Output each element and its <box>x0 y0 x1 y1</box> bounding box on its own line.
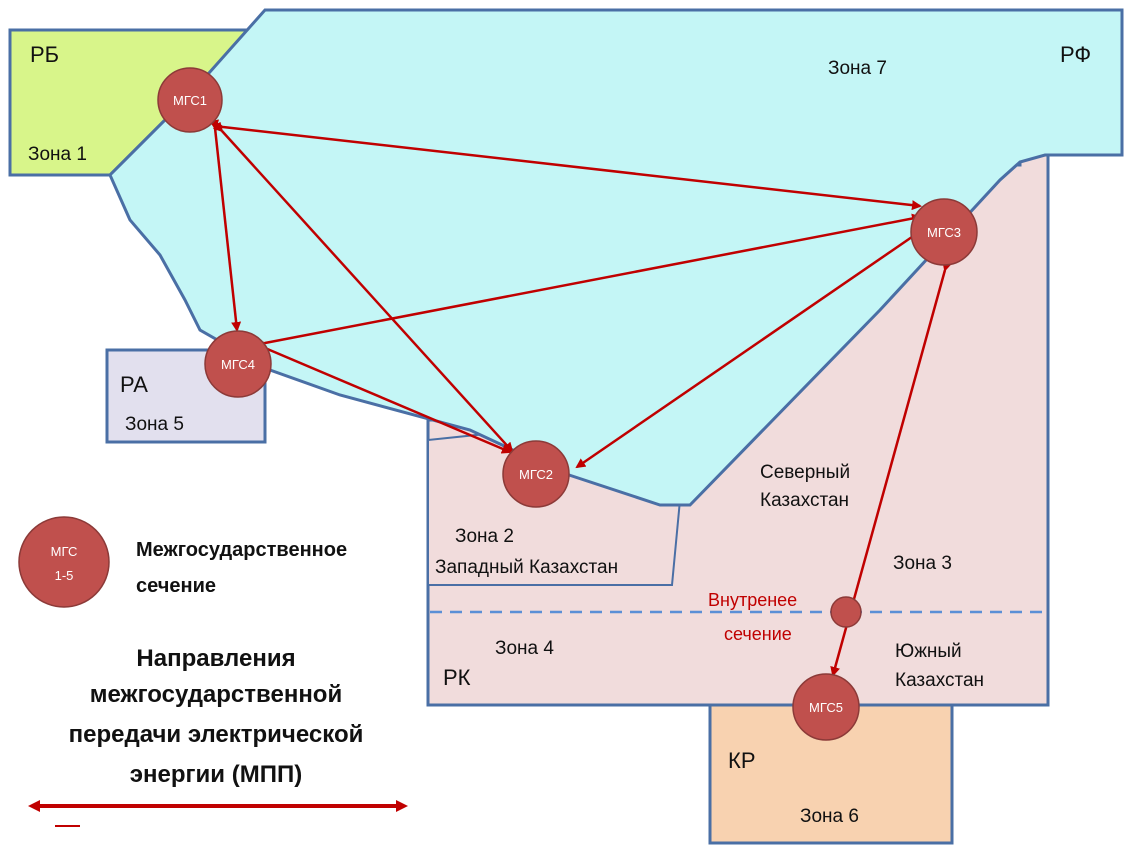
south-kz-2: Казахстан <box>895 670 984 691</box>
node-internal-section <box>830 596 862 628</box>
node-mgs4-label: МГС4 <box>221 357 255 372</box>
node-mgs5-label: МГС5 <box>809 700 843 715</box>
rb-label: РБ <box>30 42 59 67</box>
internal-section-label-1: Внутренее <box>708 590 797 610</box>
internal-section-label-2: сечение <box>724 624 792 644</box>
legend-node-line1: МГС <box>51 544 78 559</box>
legend-node-icon <box>18 516 110 608</box>
zone5-label: Зона 5 <box>125 414 184 435</box>
zone2-name: Западный Казахстан <box>435 557 618 578</box>
node-mgs5: МГС5 <box>792 673 860 741</box>
legend-arrow-desc-2: межгосударственной <box>90 681 342 708</box>
legend-arrow-desc-1: Направления <box>136 645 295 672</box>
ra-label: РА <box>120 372 148 397</box>
node-mgs1-label: МГС1 <box>173 93 207 108</box>
node-mgs2: МГС2 <box>502 440 570 508</box>
zone6-label: Зона 6 <box>800 806 859 827</box>
zone1-label: Зона 1 <box>28 144 87 165</box>
legend-node-line2: 1-5 <box>55 568 74 583</box>
arrow-mgs4-mgs2 <box>255 340 512 454</box>
legend-node-desc-1: Межгосударственное <box>136 539 347 561</box>
zone7-label: Зона 7 <box>828 58 887 79</box>
zone3-name-1: Северный <box>760 462 850 483</box>
zone3-name-2: Казахстан <box>760 490 849 511</box>
node-mgs4: МГС4 <box>204 330 272 398</box>
node-mgs3-label: МГС3 <box>927 225 961 240</box>
legend-node-desc-2: сечение <box>136 575 216 597</box>
zone3-label: Зона 3 <box>893 553 952 574</box>
node-mgs2-label: МГС2 <box>519 467 553 482</box>
rk-label: РК <box>443 665 471 690</box>
kr-label: КР <box>728 748 756 773</box>
zone2-label: Зона 2 <box>455 526 514 547</box>
node-mgs3: МГС3 <box>910 198 978 266</box>
node-mgs1: МГС1 <box>157 67 223 133</box>
legend-arrow-desc-3: передачи электрической <box>69 721 364 748</box>
zone4-label: Зона 4 <box>495 638 554 659</box>
legend: МГС 1-5 Межгосударственное сечение Напра… <box>18 516 408 827</box>
legend-arrow-desc-4: энергии (МПП) <box>130 761 302 788</box>
rf-label: РФ <box>1060 42 1091 67</box>
south-kz-1: Южный <box>895 641 962 662</box>
